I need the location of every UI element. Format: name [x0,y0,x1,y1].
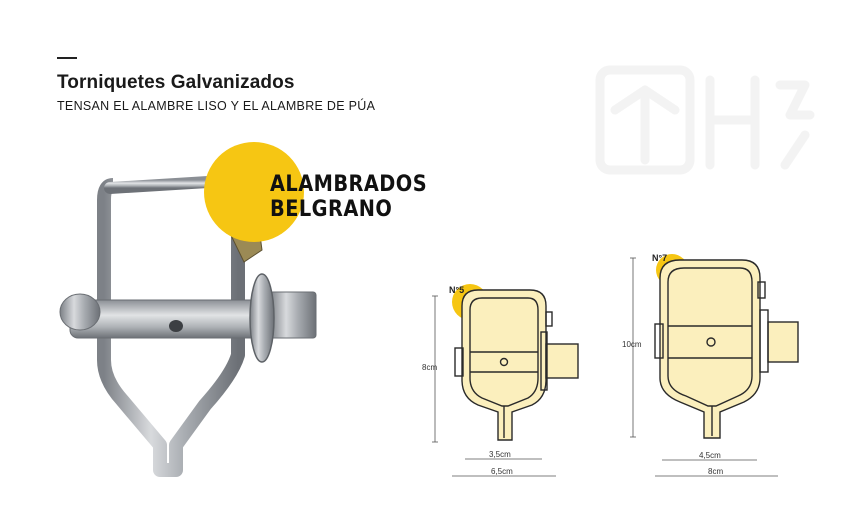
model-n7-label: N°7 [652,253,668,263]
brand-line-2: BELGRANO [270,197,393,222]
n7-height-label: 10cm [622,340,642,349]
model-n5-label: N°5 [449,285,465,295]
diagram-n7 [654,254,799,439]
brand-circle [204,142,304,242]
title-dash [57,57,77,59]
n5-outer-width-label: 6,5cm [491,467,513,476]
n7-outer-width-label: 8cm [708,467,724,476]
diagram-n5 [452,284,579,441]
n7-inner-width-label: 4,5cm [699,451,721,460]
watermark-logo-icon [595,65,815,175]
brand-logo: ALAMBRADOS BELGRANO [270,172,427,222]
n5-height-label: 8cm [422,363,438,372]
page-title: Torniquetes Galvanizados [57,72,295,93]
brand-line-1: ALAMBRADOS [270,172,428,197]
n5-inner-width-label: 3,5cm [489,450,511,459]
page-subtitle: TENSAN EL ALAMBRE LISO Y EL ALAMBRE DE P… [57,99,376,113]
